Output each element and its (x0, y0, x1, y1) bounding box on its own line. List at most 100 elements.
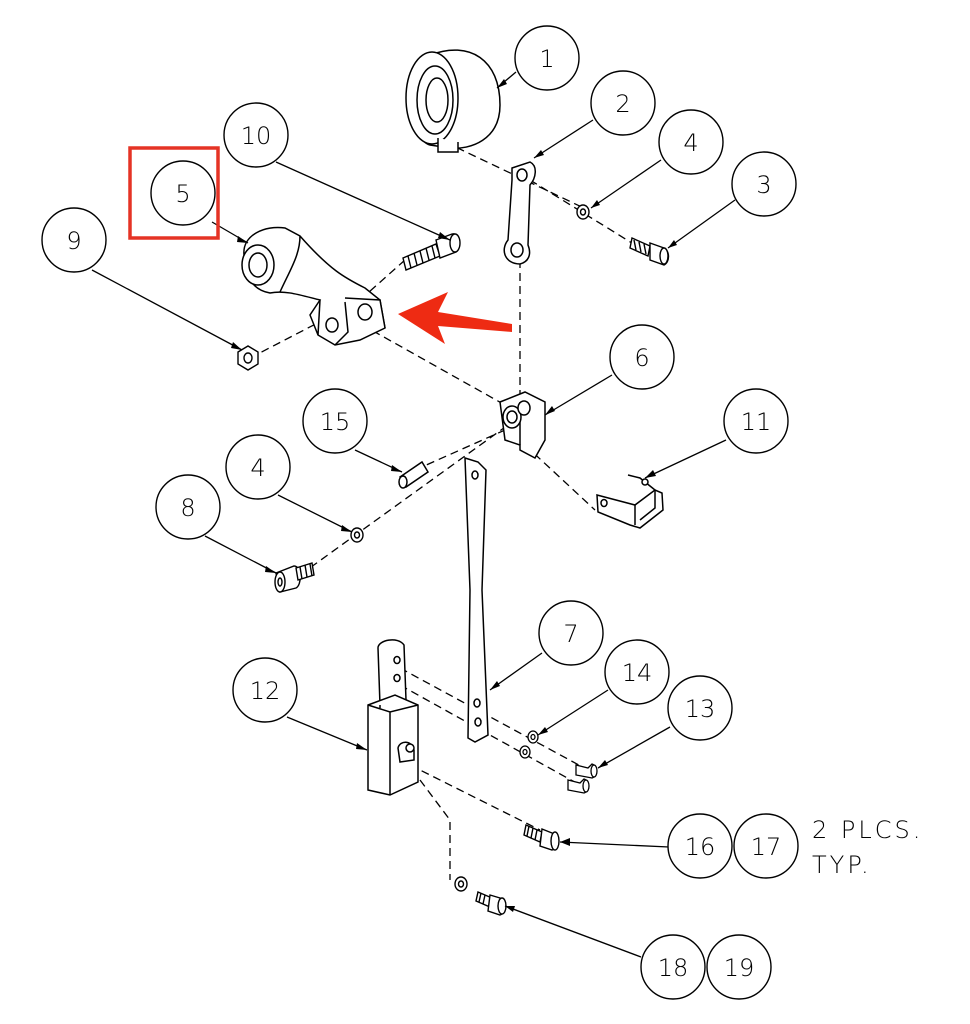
note-line-1: 2 PLCS. (812, 816, 923, 844)
balloon-13: 13 (667, 675, 733, 741)
leader-13 (597, 726, 671, 769)
balloon-label: 14 (622, 659, 653, 687)
balloon-circle (155, 474, 221, 540)
balloon-circle (538, 600, 604, 666)
leader-6 (544, 374, 613, 416)
balloon-circle (604, 639, 670, 705)
balloon-19: 19 (706, 934, 772, 1000)
part-11-bracket (596, 474, 664, 529)
balloon-8: 8 (155, 474, 221, 540)
balloon-circle (667, 813, 733, 879)
assembly-line-pin-to-clevis (414, 429, 506, 471)
balloon-circle (609, 324, 675, 390)
assembly-line-block-down (419, 779, 451, 880)
balloon-circle (232, 657, 298, 723)
balloon-label: 4 (683, 129, 698, 157)
balloon-circle (225, 434, 291, 500)
leader-11 (644, 439, 727, 479)
balloon-18: 18 (640, 934, 706, 1000)
leader-4-lower (277, 494, 353, 533)
balloon-circle (150, 160, 216, 226)
balloon-label: 15 (320, 408, 351, 436)
assembly-line-bolt-to-arm (359, 259, 406, 301)
balloon-label: 3 (756, 171, 771, 199)
balloon-circle (41, 207, 107, 273)
balloon-label: 17 (751, 833, 782, 861)
assembly-line-block-to-screws-a (399, 667, 589, 771)
balloon-15: 15 (302, 388, 368, 454)
part-1-roller (405, 49, 501, 153)
balloon-label: 19 (724, 954, 755, 982)
balloon-4: 4 (658, 109, 724, 175)
balloon-circle (640, 934, 706, 1000)
leader-9 (91, 269, 243, 351)
balloon-11: 11 (723, 388, 789, 454)
leader-lines (91, 71, 736, 958)
part-4-washer-lower (350, 527, 364, 543)
part-10-bolt (402, 233, 461, 271)
note-line-2: TYP. (812, 851, 872, 879)
balloon-label: 4 (250, 454, 265, 482)
leader-16 (559, 841, 670, 848)
balloon-label: 10 (241, 122, 272, 150)
part-14-washers (519, 730, 539, 759)
leader-10 (275, 161, 451, 241)
balloon-4: 4 (225, 434, 291, 500)
balloon-7: 7 (538, 600, 604, 666)
assembly-line-screw8-to-clevis (299, 424, 509, 576)
balloon-3: 3 (731, 151, 797, 217)
balloon-1: 1 (514, 25, 580, 91)
part-9-nut (237, 345, 259, 371)
assembly-lines (249, 141, 641, 880)
balloon-circle (658, 109, 724, 175)
part-7-strap (464, 456, 489, 743)
balloon-circle (706, 934, 772, 1000)
leader-8 (204, 535, 277, 574)
balloon-label: 12 (250, 677, 281, 705)
leader-2 (533, 119, 594, 159)
part-5-arm (241, 226, 386, 346)
balloon-circle (723, 388, 789, 454)
balloon-circle (302, 388, 368, 454)
part-16-screw (523, 824, 560, 851)
balloon-label: 9 (66, 227, 81, 255)
balloon-circle (514, 25, 580, 91)
balloon-9: 9 (41, 207, 107, 273)
balloon-label: 11 (741, 408, 772, 436)
balloon-label: 5 (175, 180, 190, 208)
balloon-circle (590, 70, 656, 136)
assembly-line-link-to-screw (529, 179, 641, 249)
balloon-label: 18 (658, 954, 689, 982)
balloon-circle (667, 675, 733, 741)
assembly-line-block-to-screws-b (399, 684, 581, 786)
highlight-box (128, 146, 220, 240)
balloon-label: 6 (634, 344, 649, 372)
balloon-10: 10 (223, 102, 289, 168)
part-13-screws (567, 763, 598, 794)
leader-18 (504, 905, 642, 958)
part-4-washer-top (576, 204, 590, 220)
part-18-19-fasteners (454, 876, 507, 916)
balloon-2: 2 (590, 70, 656, 136)
leader-4-top (590, 159, 662, 209)
balloon-label: 2 (615, 90, 630, 118)
balloon-label: 1 (539, 45, 554, 73)
part-2-link (503, 161, 536, 265)
balloon-label: 7 (563, 620, 578, 648)
assembly-line-block-to-screw16 (409, 764, 541, 831)
balloon-12: 12 (232, 657, 298, 723)
balloon-14: 14 (604, 639, 670, 705)
balloon-label: 16 (685, 833, 716, 861)
red-pointer-arrow (398, 292, 512, 344)
leader-12 (286, 716, 368, 751)
part-8-screw (274, 562, 315, 593)
balloon-label: 8 (180, 494, 195, 522)
balloon-circle (733, 813, 799, 879)
balloon-circle (731, 151, 797, 217)
balloon-17: 17 (733, 813, 799, 879)
part-15-pin (398, 460, 430, 489)
part-12-block (367, 639, 419, 796)
balloon-5: 5 (150, 160, 216, 226)
